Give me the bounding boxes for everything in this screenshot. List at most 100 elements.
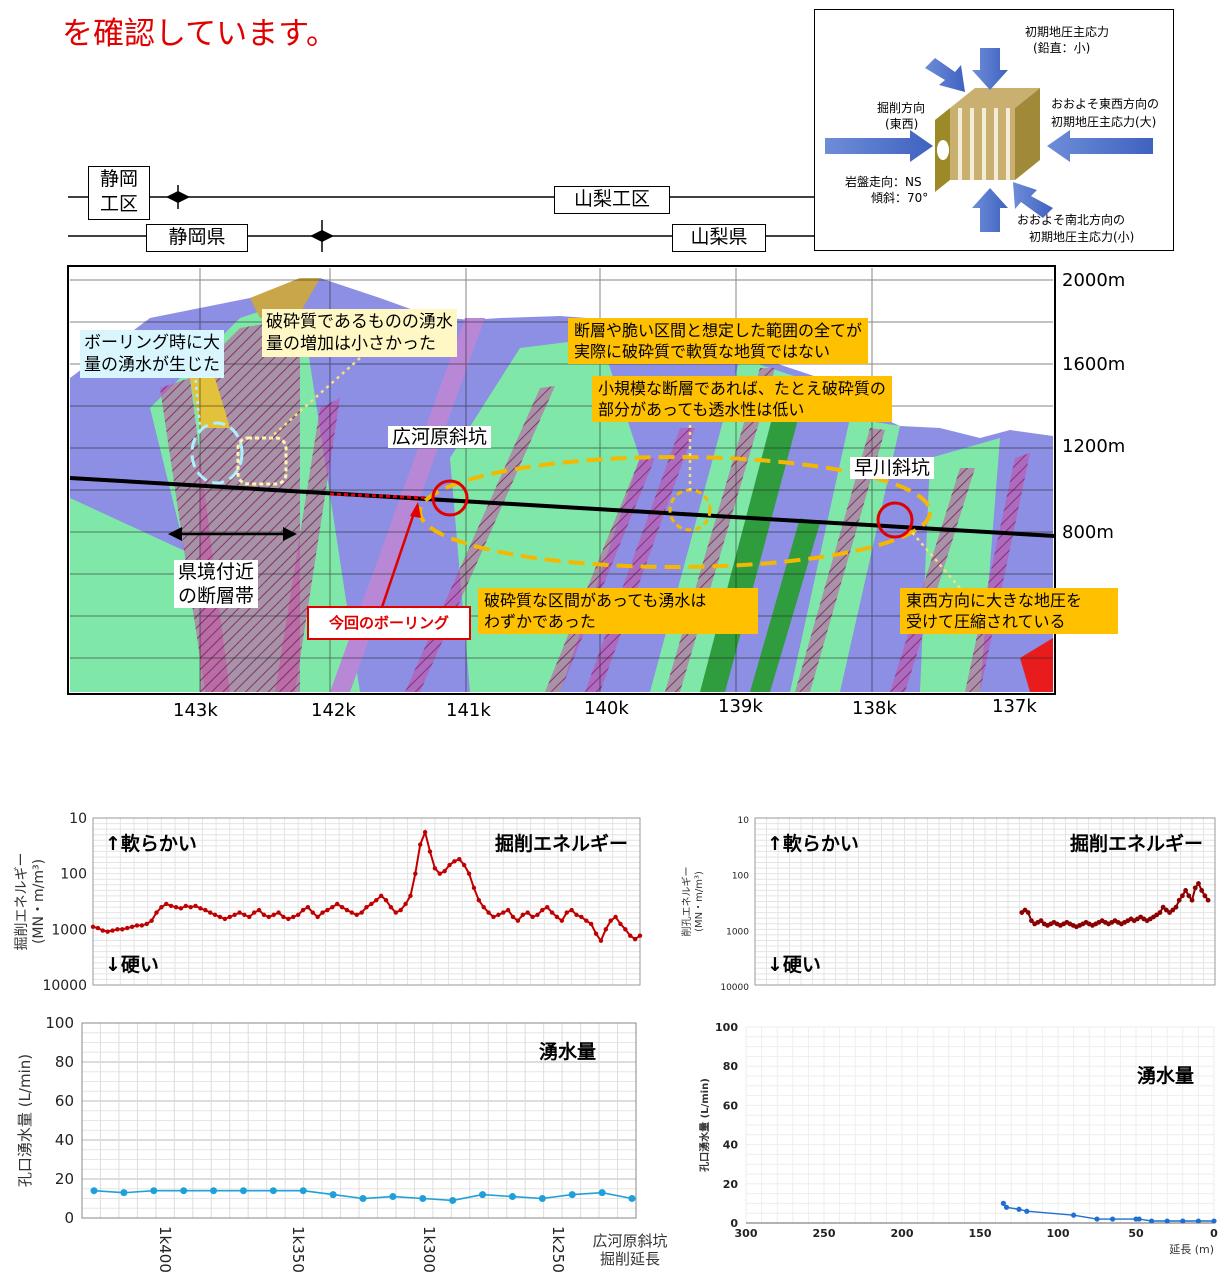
data-point xyxy=(159,904,164,910)
data-point xyxy=(320,910,325,915)
current-boring-line xyxy=(329,492,431,500)
data-point xyxy=(398,907,403,913)
data-point xyxy=(359,1195,367,1202)
data-point xyxy=(538,1195,546,1202)
data-point xyxy=(1211,1218,1217,1224)
stress-diagram-svg: 初期地圧主応力 (鉛直：小) 掘削方向 (東西) おおよそ東西方向の 初期地圧主… xyxy=(825,25,1159,244)
data-point xyxy=(129,924,135,929)
data-point xyxy=(251,910,257,915)
arrow-bottom xyxy=(972,188,1008,232)
data-point xyxy=(1022,907,1028,913)
data-point xyxy=(564,910,569,915)
data-point xyxy=(180,1187,188,1195)
rock-block xyxy=(935,88,1040,192)
data-point xyxy=(618,921,623,927)
dist-138k: 138k xyxy=(852,698,897,719)
data-point xyxy=(100,928,105,933)
data-point xyxy=(559,918,565,923)
data-point xyxy=(237,910,242,915)
data-point xyxy=(105,929,110,934)
chart-title: 掘削エネルギー xyxy=(1070,832,1203,855)
data-point xyxy=(144,921,149,927)
data-point xyxy=(1029,918,1034,924)
callout-water-little: 破砕質な区間があっても湧水は わずかであった xyxy=(478,588,758,634)
data-point xyxy=(120,927,125,932)
data-point xyxy=(1195,1218,1201,1224)
y-tick-label: 0 xyxy=(730,1217,738,1230)
data-point xyxy=(188,904,193,910)
dist-139k: 139k xyxy=(718,696,763,717)
current-boring-label: 今回のボーリング xyxy=(307,606,471,640)
data-point xyxy=(608,918,613,923)
data-point xyxy=(95,925,101,931)
data-point xyxy=(1173,904,1179,910)
data-point xyxy=(364,904,369,910)
elev-1600: 1600m xyxy=(1062,354,1125,375)
boring-water-ellipse xyxy=(190,421,244,485)
data-point xyxy=(1157,910,1163,915)
data-point xyxy=(247,914,252,920)
data-point xyxy=(1186,893,1192,899)
data-point xyxy=(334,901,340,907)
data-point xyxy=(540,907,545,913)
data-point xyxy=(1176,897,1182,903)
data-point xyxy=(374,898,379,903)
data-point xyxy=(1019,910,1025,915)
data-point xyxy=(369,901,374,907)
data-point xyxy=(183,903,188,909)
arrow-diag-top xyxy=(925,58,965,92)
data-point xyxy=(442,868,447,874)
dist-141k: 141k xyxy=(446,700,491,721)
chart-title: 湧水量 xyxy=(1137,1065,1194,1087)
x-tick-label: 200 xyxy=(891,1227,914,1240)
elev-800: 800m xyxy=(1062,522,1114,543)
y-tick-label: 100 xyxy=(60,867,87,883)
data-point xyxy=(632,936,638,942)
data-point xyxy=(173,904,179,910)
data-point xyxy=(508,1193,516,1201)
x-axis-label: 延長 (m) xyxy=(1169,1243,1214,1256)
callout-fault-range: 断層や脆い区間と想定した範囲の全てが 実際に破砕質で軟質な地質ではない xyxy=(568,318,869,364)
data-point xyxy=(134,923,140,928)
data-point xyxy=(413,871,418,876)
y-tick-label: 0 xyxy=(64,1209,74,1227)
data-point xyxy=(389,1193,397,1201)
data-point xyxy=(486,910,491,915)
data-point xyxy=(471,885,477,891)
x-tick-label: 50 xyxy=(1128,1227,1144,1240)
dist-142k: 142k xyxy=(311,700,356,721)
plot-border xyxy=(754,817,1216,986)
y-tick-label: 100 xyxy=(715,1021,738,1034)
data-point xyxy=(281,914,286,920)
data-point xyxy=(393,910,399,915)
annotation-hard: ↓硬い xyxy=(105,954,159,976)
data-point xyxy=(330,904,335,910)
y-axis-label: 孔口湧水量 (L/min) xyxy=(16,1054,34,1187)
data-point xyxy=(329,1191,337,1199)
data-point xyxy=(510,914,516,920)
annotation-soft: ↑軟らかい xyxy=(767,832,859,855)
data-point xyxy=(90,1187,98,1195)
stress-left-label-1: 掘削方向 xyxy=(877,100,925,115)
x-tick-label: 150 xyxy=(969,1227,992,1240)
shizuoka-ken-label: 静岡県 xyxy=(146,224,248,252)
data-point xyxy=(1025,910,1031,915)
data-point xyxy=(603,927,609,932)
elev-1200: 1200m xyxy=(1062,436,1125,457)
data-point xyxy=(149,918,154,923)
data-point xyxy=(1180,1218,1186,1224)
data-point xyxy=(579,914,584,920)
x-tick-label: 1k300m xyxy=(420,1226,438,1273)
data-point xyxy=(232,912,237,918)
stress-bottom-label-2: 初期地圧主応力(小) xyxy=(1029,230,1134,244)
y-tick-label: 40 xyxy=(55,1131,74,1149)
data-point xyxy=(432,866,438,871)
data-point xyxy=(154,910,159,915)
fracture-zone-box xyxy=(236,436,288,486)
stress-rock-label-2: 傾斜：70° xyxy=(871,191,928,205)
stress-rock-label-1: 岩盤走向：NS xyxy=(845,174,922,189)
elev-2000: 2000m xyxy=(1062,270,1125,291)
data-point xyxy=(315,914,320,920)
intro-text: を確認しています。 xyxy=(62,16,337,52)
data-point xyxy=(496,912,501,918)
